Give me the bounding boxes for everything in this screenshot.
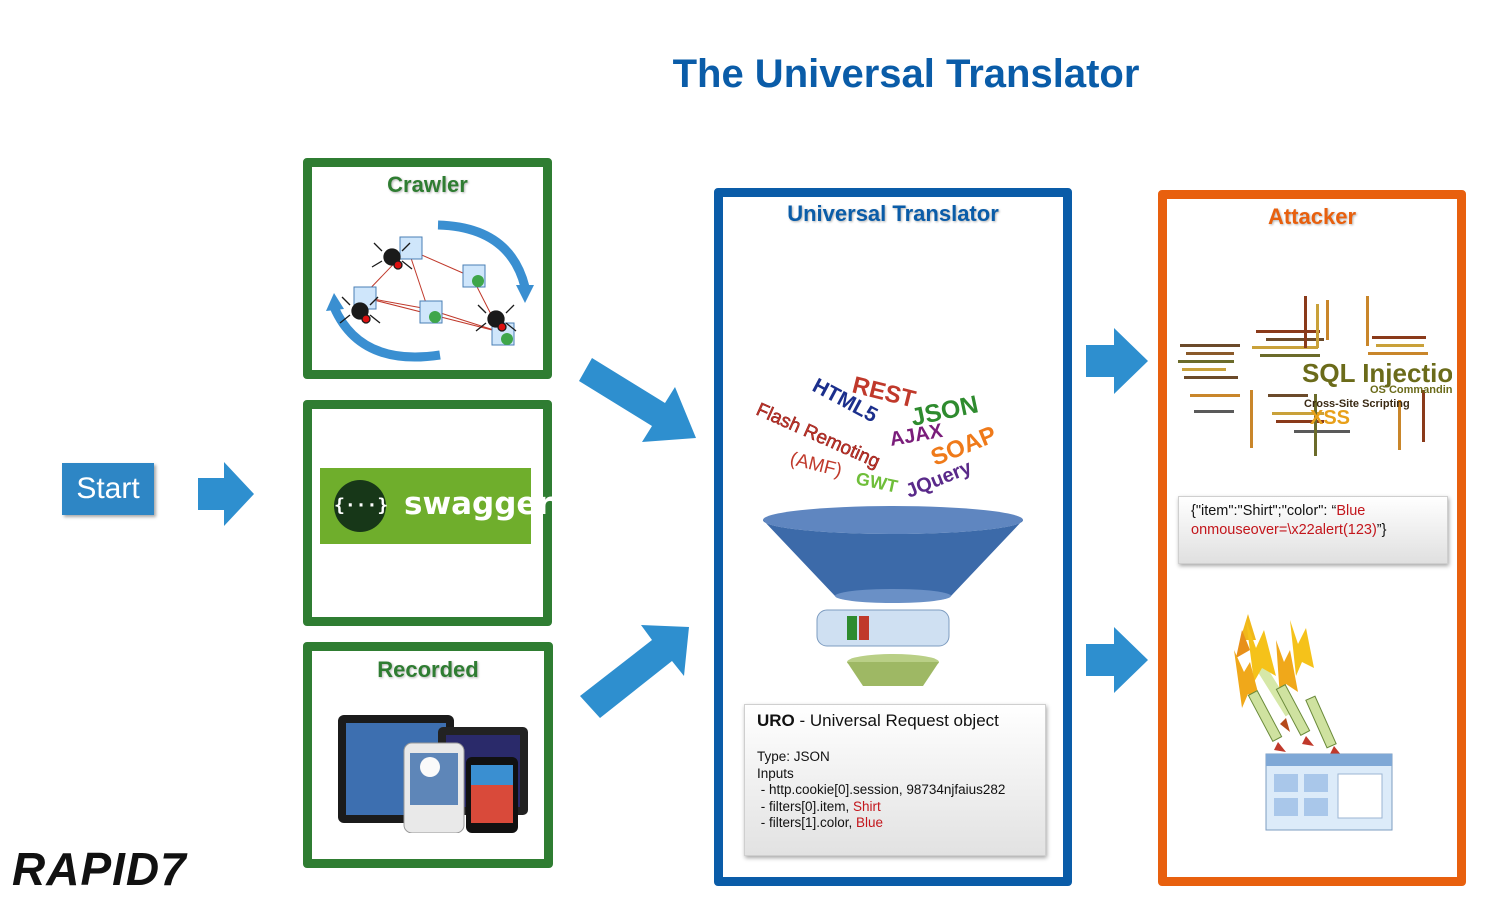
- recorded-box: Recorded: [303, 642, 553, 868]
- cloud-word: XSS: [1310, 407, 1350, 429]
- payload-line-2: onmouseover=\x22alert(123)”}: [1191, 522, 1386, 538]
- swagger-braces-icon: {···}: [334, 480, 388, 532]
- uro-color-prefix: - filters[1].color,: [757, 815, 857, 831]
- vulnerability-word-cloud: SQL Injection Cross-Site Scripting XSS O…: [1178, 296, 1452, 456]
- start-button: Start: [62, 463, 154, 515]
- payload-injection: onmouseover=\x22alert(123): [1191, 522, 1377, 538]
- devices-graphic: [338, 715, 528, 833]
- arrow-sources-to-translator-bottom: [580, 625, 689, 718]
- uro-type: Type: JSON: [757, 749, 830, 764]
- uro-item-prefix: - filters[0].item,: [757, 798, 854, 814]
- arrow-sources-to-translator-top: [579, 358, 696, 442]
- crawler-web-graphic: [326, 220, 534, 362]
- arrow-translator-to-attacker-bottom: [1086, 627, 1148, 693]
- uro-inputs: Inputs: [757, 765, 794, 781]
- cloud-word: OS Commanding: [1370, 384, 1452, 396]
- swagger-logo-banner: {···} swagger: [320, 468, 553, 544]
- diagram-title: The Universal Translator: [672, 52, 1140, 96]
- recorded-title: Recorded: [377, 657, 479, 682]
- format-funnel-graphic: REST HTML5 JSON Flash Remoting AJAX SOAP…: [753, 372, 1023, 686]
- translator-title: Universal Translator: [787, 201, 999, 226]
- uro-heading-bold: URO: [757, 711, 795, 730]
- http-page-icon-group: [353, 236, 515, 346]
- swagger-box: [303, 400, 552, 626]
- crawler-box: Crawler: [303, 158, 552, 379]
- translator-box: Universal Translator: [714, 188, 1072, 886]
- cloud-word: SQL Injection: [1302, 358, 1452, 388]
- arrow-start-to-sources: [198, 462, 254, 526]
- uro-item-value: Shirt: [853, 798, 881, 814]
- attacker-box: Attacker: [1158, 190, 1466, 886]
- uro-item-row: - filters[0].item, Shirt: [757, 799, 1005, 816]
- target-window-icon: [1265, 753, 1393, 831]
- format-word: GWT: [854, 468, 899, 496]
- arrow-translator-to-attacker-top: [1086, 328, 1148, 394]
- uro-body: Type: JSON Inputs - http.cookie[0].sessi…: [757, 749, 1005, 832]
- crawler-title: Crawler: [387, 172, 468, 197]
- payload-color-value: Blue: [1336, 503, 1366, 519]
- cloud-word: Cross-Site Scripting: [1304, 398, 1410, 410]
- payload-json: {"item":"Shirt";"color": “: [1191, 503, 1337, 519]
- payload-box: {"item":"Shirt";"color": “Blue onmouseov…: [1178, 496, 1448, 564]
- swagger-wordmark: swagger: [404, 486, 553, 522]
- payload-close: ”}: [1376, 522, 1387, 538]
- uro-cookie: - http.cookie[0].session, 98734njfaius28…: [757, 782, 1006, 798]
- uro-heading: URO - Universal Request object: [757, 711, 999, 731]
- spider-icons: [339, 242, 517, 332]
- rapid7-logo: RAPID7: [12, 843, 187, 895]
- uro-color-value: Blue: [856, 815, 884, 831]
- uro-color-row: - filters[1].color, Blue: [757, 815, 1005, 832]
- attacker-title: Attacker: [1267, 204, 1357, 229]
- payload-line-1: {"item":"Shirt";"color": “Blue: [1191, 503, 1365, 519]
- uro-box: URO - Universal Request object Type: JSO…: [744, 704, 1046, 856]
- rocket-attack-graphic: [1234, 614, 1393, 831]
- uro-heading-rest: - Universal Request object: [794, 711, 999, 730]
